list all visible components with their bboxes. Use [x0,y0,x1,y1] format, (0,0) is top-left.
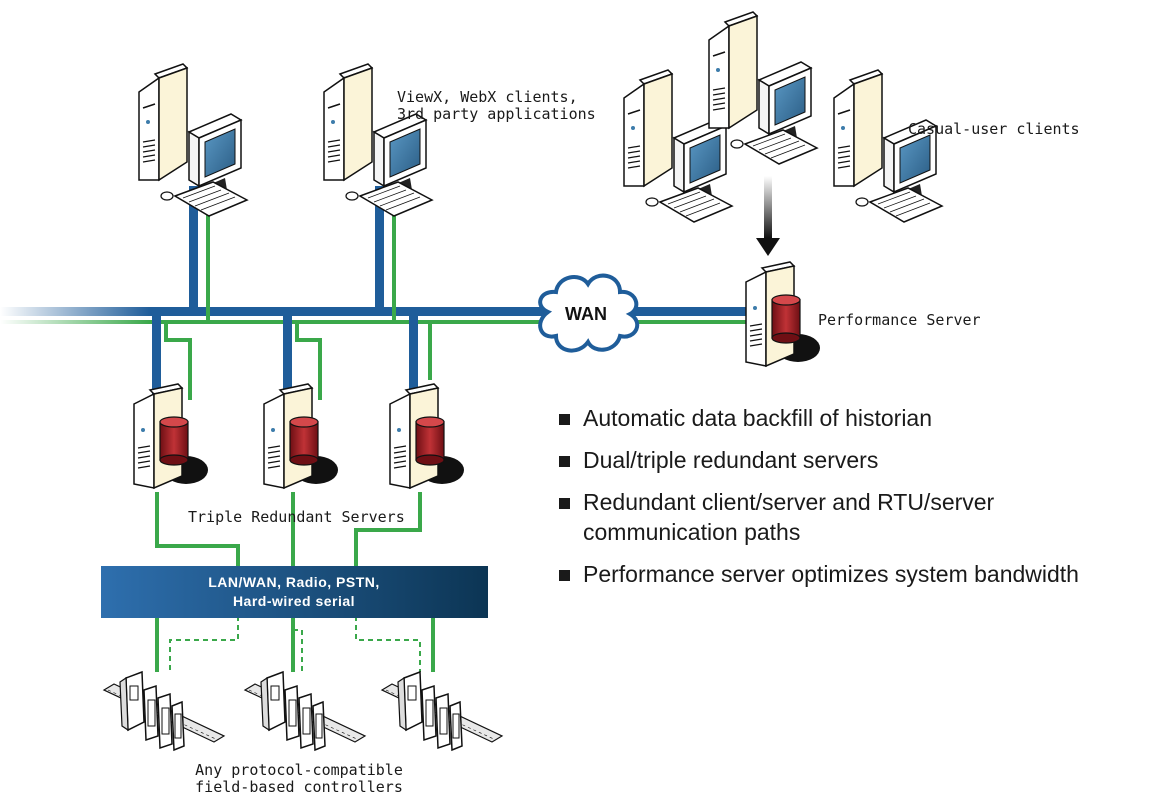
network-box: LAN/WAN, Radio, PSTN, Hard-wired serial [101,566,488,618]
performance-server-label: Performance Server [818,311,981,329]
down-arrow-icon [756,176,780,256]
server-icon [263,383,339,489]
feature-item: Automatic data backfill of historian [558,403,1168,433]
bullet-square-icon [559,570,570,581]
wan-cloud-icon [538,273,640,353]
server-links [152,312,432,400]
feature-list: Automatic data backfill of historian Dua… [558,403,1168,601]
performance-server-icon [745,261,821,367]
feature-text: Performance server optimizes system band… [583,561,1079,587]
wan-label: WAN [565,304,607,324]
feature-item: Dual/triple redundant servers [558,445,1168,475]
controller-icon [103,671,225,751]
casual-clients-label: Casual-user clients [908,120,1080,138]
server-icon [133,383,209,489]
controller-icon [244,671,366,751]
feature-item-continued: communication paths [558,517,1168,547]
feature-text: Automatic data backfill of historian [583,405,933,431]
clients-label-line-2: 3rd party applications [397,105,596,123]
network-bus [0,307,748,324]
clients-label-line-1: ViewX, WebX clients, [397,88,578,106]
bullet-square-icon [559,414,570,425]
feature-text: communication paths [583,519,801,545]
feature-item: Performance server optimizes system band… [558,559,1168,589]
client-links [189,186,396,322]
controller-links [155,616,435,672]
bullet-square-icon [559,456,570,467]
feature-item: Redundant client/server and RTU/server [558,487,1168,517]
workstation-icon [323,63,433,217]
triple-servers-label: Triple Redundant Servers [188,508,405,526]
controller-icon [381,671,503,751]
network-box-line-1: LAN/WAN, Radio, PSTN, [208,574,380,590]
feature-text: Dual/triple redundant servers [583,447,879,473]
controllers-label-line-1: Any protocol-compatible [195,761,403,779]
bullet-square-icon [559,498,570,509]
workstation-icon [138,63,248,217]
workstation-icon [833,69,943,223]
controllers-label-line-2: field-based controllers [195,778,403,796]
network-box-line-2: Hard-wired serial [233,593,355,609]
feature-text: Redundant client/server and RTU/server [583,489,995,515]
server-box-links [155,492,422,566]
server-icon [389,383,465,489]
